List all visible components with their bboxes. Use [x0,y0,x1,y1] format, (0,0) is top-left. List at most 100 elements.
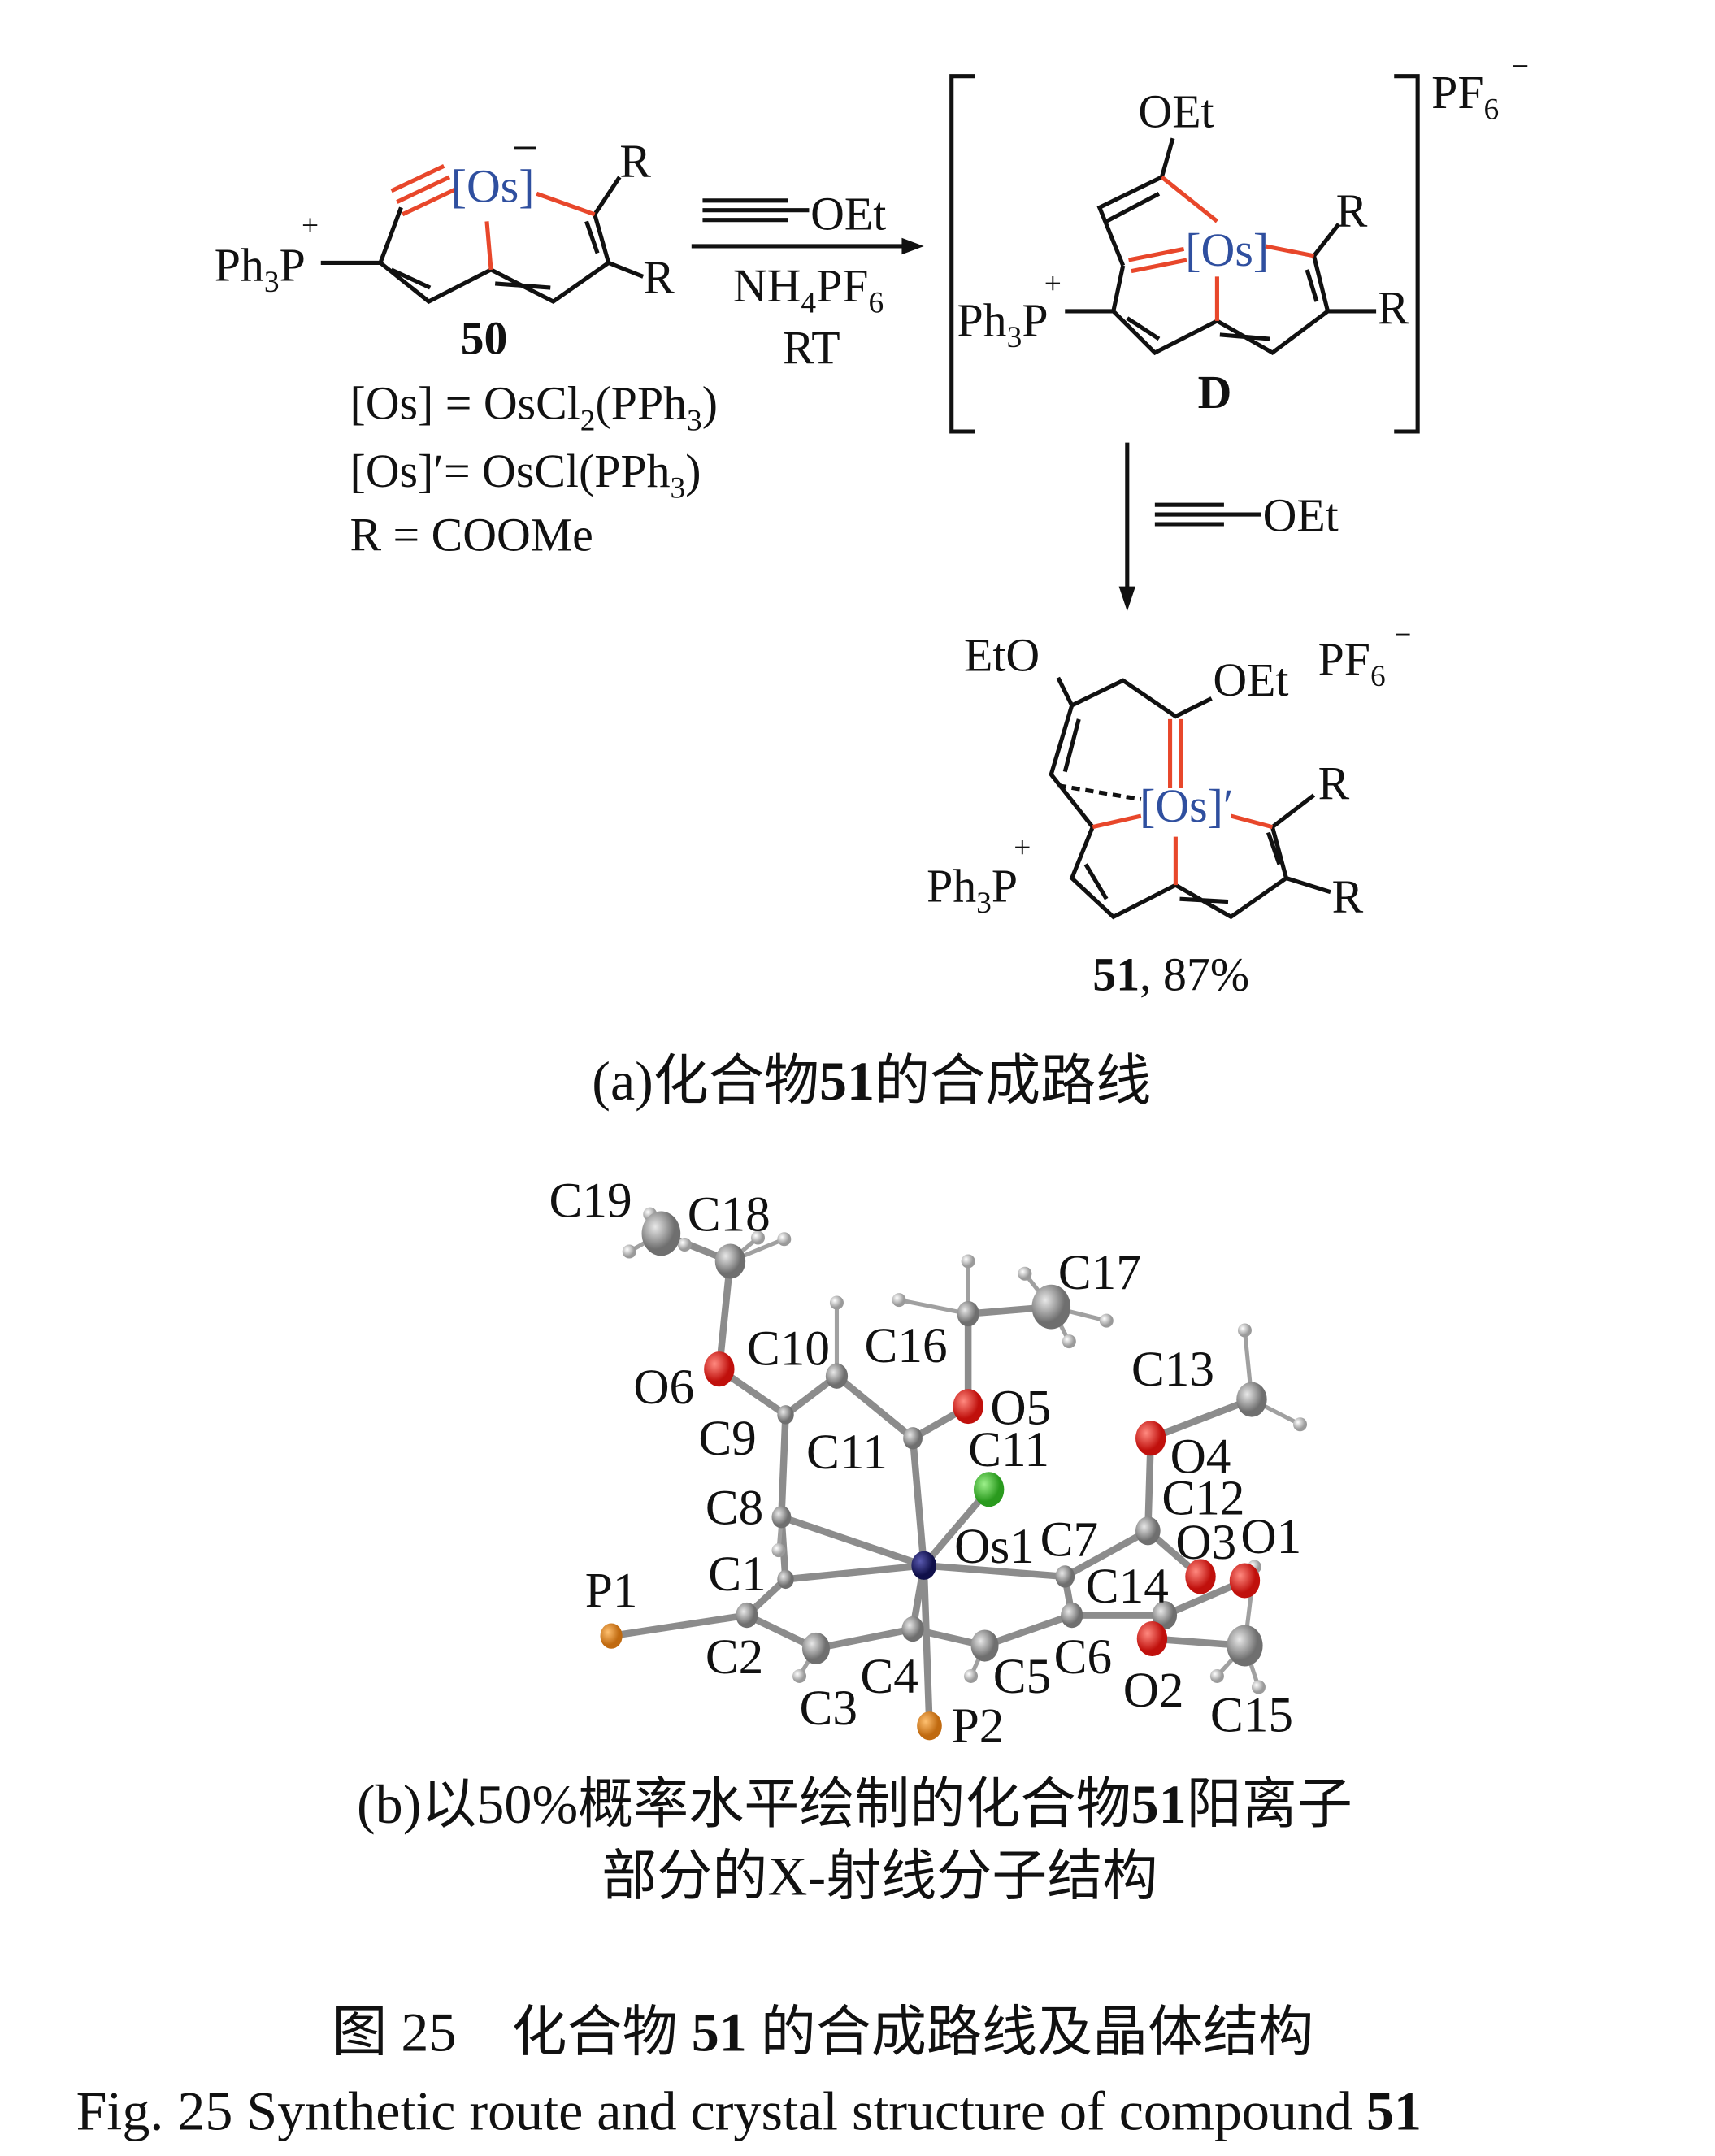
atom-c3 [801,1632,830,1664]
compound-51-label: 51, 87% [1092,948,1249,1000]
atom-hydrogen [1062,1334,1076,1349]
atom-label: C2 [706,1629,763,1685]
reaction-arrow-1: OEt NH4PF6 RT [691,188,924,375]
atom-label: C12 [1161,1470,1244,1525]
atom-c18 [714,1243,746,1279]
plus-charge: + [302,209,319,242]
plus-charge: + [1014,831,1031,865]
os-prime-definition: [Os]′= OsCl(PPh3) [350,445,701,505]
atom-label: Os1 [954,1519,1035,1574]
bond-C1-Os [782,1562,927,1583]
atom-label: O5 [990,1381,1051,1436]
atom-label: C7 [1040,1512,1098,1567]
atom-p1 [600,1623,623,1649]
atom-c16 [957,1300,979,1327]
atom-hydrogen [964,1668,979,1683]
atom-hydrogen [792,1668,807,1683]
atom-o4 [1135,1421,1166,1456]
atom-label: C3 [800,1681,858,1736]
os-prime-label: [Os]′ [1140,779,1233,832]
atom-label: C9 [698,1411,756,1466]
caption-a: (a)化合物51的合成路线 [592,1050,1151,1112]
atom-c6 [1061,1602,1083,1629]
bond-C7-C12 [1061,1527,1152,1581]
r-group-right: R [1378,281,1409,334]
atom-c8 [771,1506,792,1529]
compound-50-label: 50 [461,312,508,365]
atom-hydrogen [622,1244,636,1259]
atom-o6 [704,1351,735,1387]
reaction-arrow-2: OEt [1118,442,1339,612]
r-group-bottom: R [643,251,675,304]
counter-ion-charge: − [1512,50,1529,84]
bond-O6-C18 [715,1257,734,1373]
bond-O4-C13 [1147,1395,1256,1442]
counter-ion-charge: − [1394,618,1411,652]
definitions: [Os] = OsCl2(PPh3) [Os]′= OsCl(PPh3) R =… [350,377,719,562]
atom-label: C14 [1086,1559,1169,1614]
pf6-counter-ion: PF6 [1318,632,1386,693]
atom-hydrogen [961,1254,975,1269]
atom-hydrogen [892,1293,906,1308]
bond-C11-Os [909,1434,927,1569]
atom-c2 [736,1602,758,1629]
os-definition: [Os] = OsCl2(PPh3) [350,377,719,438]
atom-label: C15 [1210,1688,1293,1743]
atom-hydrogen [829,1295,844,1310]
atom-label: P2 [952,1698,1005,1754]
bond-h [898,1298,969,1317]
atom-c14 [1152,1600,1178,1630]
atom-o1 [1229,1563,1261,1599]
r-group-top: R [619,135,651,188]
alkyne-oet-label: OEt [810,188,886,241]
atom-label: C1 [708,1547,766,1602]
oet-label: OEt [1138,85,1214,138]
condition-rt: RT [783,322,840,375]
bond-C8-C9 [778,1411,789,1521]
atom-label: C4 [860,1649,918,1704]
atom-label: O2 [1123,1663,1184,1718]
atoms [600,1207,1308,1741]
atom-c1 [777,1569,794,1590]
atom-c5 [970,1629,999,1662]
atom-hydrogen [1209,1668,1224,1683]
bond-C3-C4 [812,1625,917,1652]
atom-label: C6 [1054,1629,1112,1685]
atom-hydrogen [1237,1323,1252,1338]
atom-hydrogen [771,1543,786,1558]
intermediate-d-label: D [1198,366,1232,419]
caption-b-line2: 部分的X-射线分子结构 [601,1845,1157,1907]
atom-o3 [1185,1559,1216,1594]
atom-c11 [903,1427,923,1450]
atom-label: P1 [585,1563,638,1618]
bond-Os-P2 [920,1562,933,1729]
atom-c10 [825,1363,849,1389]
atom-os [911,1551,936,1580]
atom-label: O3 [1175,1515,1236,1570]
compound-50-structure: Ph3P + [Os] − R R 50 [215,121,675,365]
atom-hydrogen [1293,1417,1308,1432]
bond-C5-C6 [981,1612,1076,1650]
bond-C10-C11 [833,1372,917,1442]
atom-c17 [1031,1284,1071,1330]
atom-c7 [1055,1565,1075,1588]
atom-label: C16 [865,1318,948,1373]
atom-o5 [953,1389,983,1425]
ph3p-label: Ph3P [927,860,1018,921]
atom-c12 [1135,1516,1161,1546]
atom-hydrogen [1251,1680,1266,1694]
r-group-top: R [1318,757,1350,810]
atom-hydrogen [1099,1313,1114,1328]
ph3p-label: Ph3P [957,294,1049,355]
r-group-right: R [1332,870,1364,923]
bond-C8-Os [778,1513,927,1569]
arrow-head-icon [1118,586,1136,612]
atom-label: C18 [688,1187,771,1243]
ph3p-label: Ph3P [215,239,306,300]
figure-caption-en: Fig. 25 Synthetic route and crystal stru… [76,2080,1422,2142]
atom-c19 [641,1211,681,1256]
plus-charge: + [1044,267,1062,301]
atom-label: C13 [1131,1342,1214,1397]
